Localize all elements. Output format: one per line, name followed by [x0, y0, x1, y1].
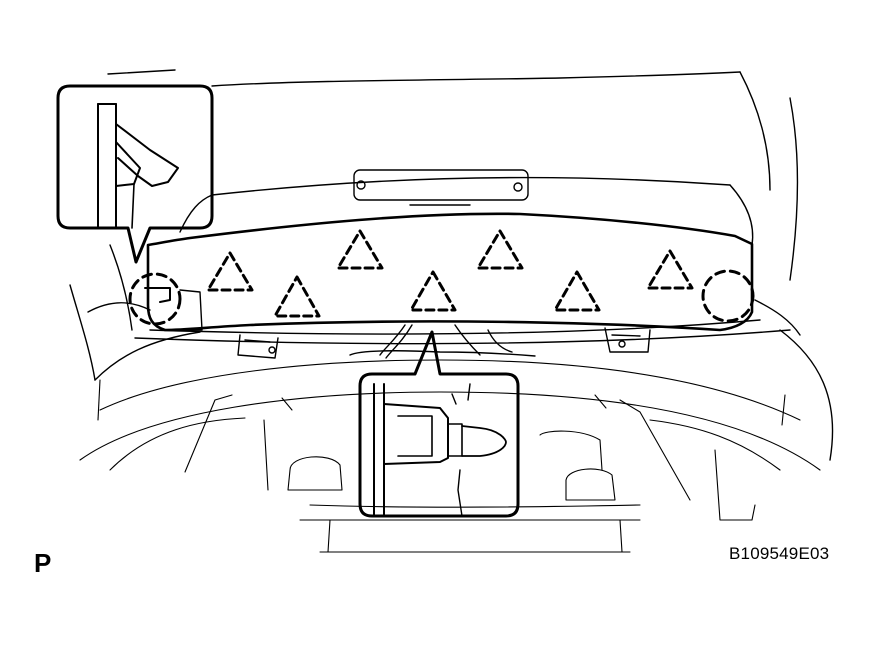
claw-marker-left — [128, 272, 182, 326]
high-mount-stop-lamp — [353, 169, 529, 206]
clip-markers — [206, 229, 694, 318]
rear-seats — [287, 430, 641, 553]
view-label: P — [34, 548, 52, 578]
clip-marker-2 — [273, 275, 321, 318]
claw-hook-left — [144, 287, 171, 303]
clip-detail-callout — [358, 330, 520, 518]
door-lower-edge — [134, 329, 791, 345]
hinge-bracket-left — [237, 334, 279, 359]
clip-marker-4 — [409, 270, 457, 312]
figure-code: B109549E03 — [729, 544, 830, 563]
cabin-interior-lines — [79, 359, 821, 521]
clip-marker-1 — [206, 251, 254, 292]
back-door-body-outline — [69, 69, 834, 461]
hinge-bracket-right — [604, 327, 651, 353]
clip-marker-7 — [646, 249, 694, 290]
clip-marker-5 — [476, 229, 524, 270]
trim-lower-lip — [149, 319, 761, 335]
wire-harness — [349, 324, 536, 359]
claw-bracket-left — [171, 289, 203, 331]
claw-detail-callout — [56, 84, 214, 264]
clip-marker-6 — [553, 270, 601, 312]
claw-marker-right — [701, 269, 755, 323]
clip-marker-3 — [336, 229, 384, 270]
back-door-trim-board — [146, 212, 754, 332]
